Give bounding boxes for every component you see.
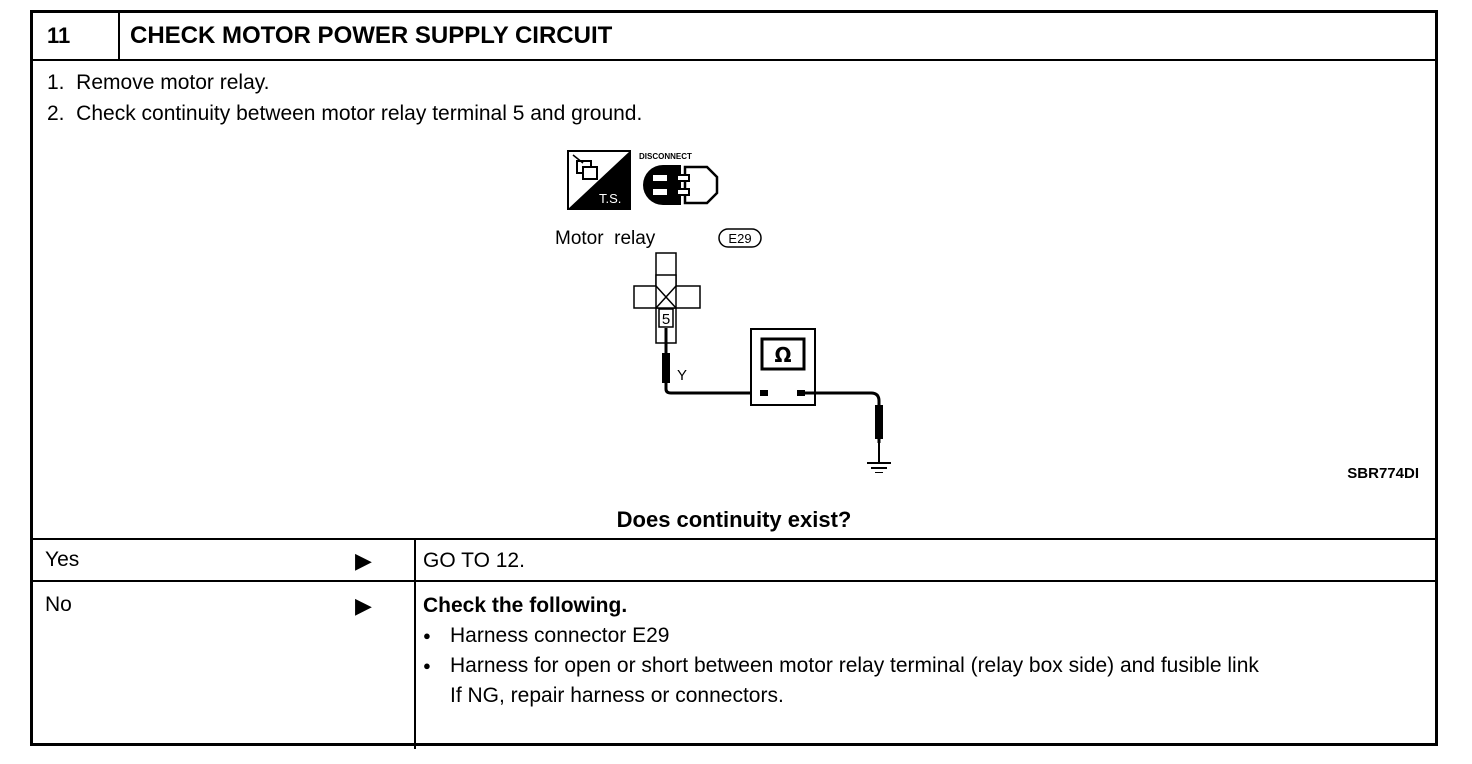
check-item: Harness for open or short between motor …	[423, 651, 1413, 681]
procedure-table: 11 CHECK MOTOR POWER SUPPLY CIRCUIT 1. R…	[30, 10, 1438, 749]
no-action-heading: Check the following.	[423, 594, 628, 617]
ts-icon: T.S.	[567, 150, 631, 210]
yes-arrow-icon: ▶	[355, 548, 372, 573]
probe-lead	[662, 353, 670, 383]
ts-label: T.S.	[599, 191, 621, 206]
ground-wire	[801, 391, 881, 443]
no-label: No	[45, 593, 72, 616]
check-item: Harness connector E29	[423, 621, 1413, 651]
column-divider	[414, 538, 416, 749]
terminal-number: 5	[662, 311, 670, 328]
yes-action: GO TO 12.	[423, 549, 525, 572]
instruction-2: 2. Check continuity between motor relay …	[47, 102, 643, 125]
instructions: 1. Remove motor relay. 2. Check continui…	[47, 67, 642, 129]
result-row-yes	[33, 538, 1435, 582]
ground-icon	[867, 439, 891, 473]
yes-label: Yes	[45, 548, 80, 571]
test-wire	[664, 328, 758, 395]
wire-color-label: Y	[677, 367, 687, 384]
step-title: CHECK MOTOR POWER SUPPLY CIRCUIT	[130, 22, 613, 49]
repair-note: If NG, repair harness or connectors.	[450, 684, 784, 707]
instruction-1: 1. Remove motor relay.	[47, 71, 270, 94]
continuity-check-diagram: T.S. DISCONNECT Motor relay E29 5	[555, 150, 891, 473]
question: Does continuity exist?	[616, 507, 852, 532]
check-list: Harness connector E29 Harness for open o…	[423, 621, 1413, 681]
disconnect-icon: DISCONNECT	[639, 152, 719, 205]
no-action: Check the following. Harness connector E…	[423, 591, 1413, 711]
figure-id: SBR774DI	[1347, 465, 1419, 482]
ohm-symbol: Ω	[774, 343, 791, 367]
disconnect-label: DISCONNECT	[639, 152, 692, 161]
step-number: 11	[33, 13, 120, 59]
connector-id: E29	[728, 231, 751, 246]
step-header: 11 CHECK MOTOR POWER SUPPLY CIRCUIT	[33, 13, 1435, 61]
motor-relay-label: Motor relay	[555, 228, 656, 249]
no-arrow-icon: ▶	[355, 593, 372, 618]
